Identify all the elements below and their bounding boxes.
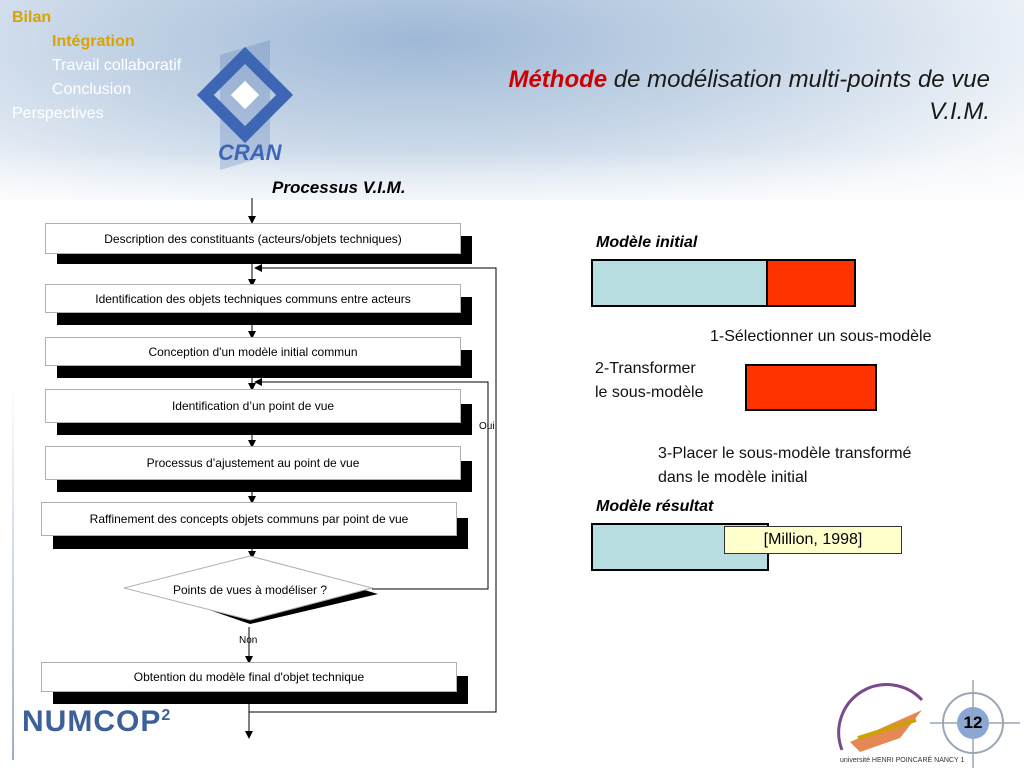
step-place-line1: 3-Placer le sous-modèle transformé	[658, 445, 912, 462]
background-fade	[0, 150, 1024, 230]
crosshair-icon	[930, 680, 1020, 768]
initial-submodel-block	[766, 259, 856, 307]
citation-reference: [Million, 1998]	[724, 526, 902, 554]
numcop-logo-sup: 2	[161, 707, 172, 724]
step-select-submodel: 1-Sélectionner un sous-modèle	[710, 328, 932, 345]
cran-logo-text: CRAN	[218, 140, 283, 165]
initial-model-block	[591, 259, 768, 307]
process-step-4: Identification d’un point de vue	[45, 389, 461, 423]
process-step-1: Description des constituants (acteurs/ob…	[45, 223, 461, 254]
process-title: Processus V.I.M.	[272, 178, 406, 197]
step-place-line2: dans le modèle initial	[658, 469, 808, 486]
svg-text:université HENRI POINCARÉ NANC: université HENRI POINCARÉ NANCY 1	[840, 755, 964, 764]
nav-item-perspectives[interactable]: Perspectives	[12, 105, 104, 122]
process-step-5: Processus d’ajustement au point de vue	[45, 446, 461, 480]
process-step-2: Identification des objets techniques com…	[45, 284, 461, 313]
university-seal: université HENRI POINCARÉ NANCY 1	[837, 683, 964, 764]
result-model-label: Modèle résultat	[596, 498, 714, 515]
page-number: 12	[963, 713, 983, 732]
step-transform-line2: le sous-modèle	[595, 384, 704, 401]
process-step-7: Obtention du modèle final d'objet techni…	[41, 662, 457, 692]
yes-label: Oui	[479, 421, 495, 432]
title-rest: de modélisation multi-points de vue	[607, 66, 990, 93]
nav-item-integration[interactable]: Intégration	[52, 33, 135, 50]
numcop-logo: NUMCOP2	[22, 705, 171, 739]
decision-diamond	[123, 555, 378, 624]
numcop-logo-text: NUMCOP	[22, 705, 162, 738]
title-emphasis: Méthode	[508, 66, 608, 93]
title-line2: V.I.M.	[929, 98, 990, 125]
nav-item-bilan[interactable]: Bilan	[12, 9, 52, 26]
initial-model-label: Modèle initial	[596, 234, 698, 251]
process-step-3: Conception d'un modèle initial commun	[45, 337, 461, 366]
no-label: Non	[239, 635, 258, 646]
slide-title: Méthode de modélisation multi-points de …	[508, 64, 990, 128]
cran-logo: CRAN	[196, 40, 294, 170]
step-transform-line1: 2-Transformer	[595, 360, 696, 377]
transformed-submodel-block	[745, 364, 877, 411]
nav-item-conclusion[interactable]: Conclusion	[52, 81, 132, 98]
decision-label: Points de vues à modéliser ?	[172, 583, 328, 597]
process-step-6: Raffinement des concepts objets communs …	[41, 502, 457, 536]
left-accent-bar	[12, 380, 14, 760]
nav-item-travail-collaboratif[interactable]: Travail collaboratif	[52, 57, 182, 74]
